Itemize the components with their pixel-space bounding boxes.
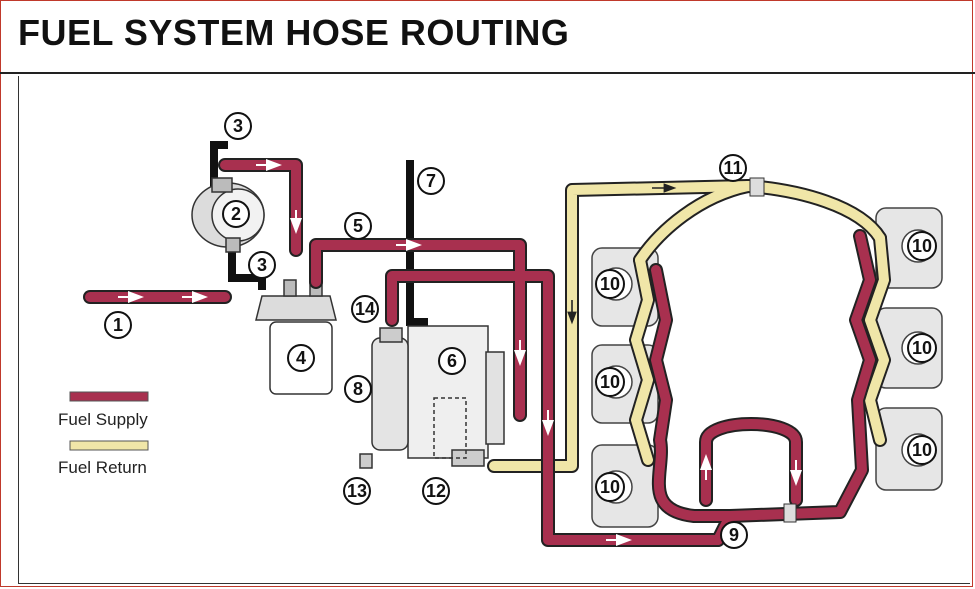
- callout-10-right-bottom: 10: [907, 435, 937, 465]
- svg-text:3: 3: [257, 255, 267, 275]
- svg-text:13: 13: [347, 481, 367, 501]
- svg-text:14: 14: [355, 299, 375, 319]
- fuel-filter: [255, 279, 337, 395]
- callout-10-left-mid: 10: [595, 367, 625, 397]
- callout-9: 9: [720, 521, 748, 549]
- svg-text:10: 10: [912, 440, 932, 460]
- legend-return-swatch: [69, 440, 149, 451]
- svg-text:10: 10: [912, 236, 932, 256]
- svg-text:2: 2: [231, 204, 241, 224]
- legend-supply-swatch: [69, 391, 149, 402]
- fuel-module: [359, 325, 505, 469]
- svg-text:10: 10: [912, 338, 932, 358]
- svg-text:10: 10: [600, 372, 620, 392]
- callout-10-right-mid: 10: [907, 333, 937, 363]
- svg-text:6: 6: [447, 351, 457, 371]
- callout-10-right-top: 10: [907, 231, 937, 261]
- return-tee-fitting: [749, 177, 765, 197]
- svg-text:3: 3: [233, 116, 243, 136]
- return-flow-arrows: [567, 183, 677, 325]
- page-title: FUEL SYSTEM HOSE ROUTING: [18, 12, 570, 53]
- legend-supply-label: Fuel Supply: [58, 410, 148, 429]
- callout-13: 13: [343, 477, 371, 505]
- callout-14: 14: [351, 295, 379, 323]
- callouts: 1 2 3 3 4 5 6 7 8 9 10 10 10 10 10 10 11…: [104, 112, 937, 549]
- svg-text:7: 7: [426, 171, 436, 191]
- callout-5: 5: [344, 212, 372, 240]
- callout-11: 11: [719, 154, 747, 182]
- svg-text:11: 11: [723, 158, 742, 178]
- svg-text:12: 12: [426, 481, 446, 501]
- svg-text:4: 4: [296, 348, 306, 368]
- diagram-border: [18, 76, 970, 584]
- callout-1: 1: [104, 311, 132, 339]
- svg-text:5: 5: [353, 216, 363, 236]
- title-divider: [0, 72, 975, 74]
- svg-text:10: 10: [600, 477, 620, 497]
- callout-7: 7: [417, 167, 445, 195]
- svg-text:1: 1: [113, 315, 123, 335]
- callout-4: 4: [287, 344, 315, 372]
- svg-text:9: 9: [729, 525, 739, 545]
- callout-12: 12: [422, 477, 450, 505]
- supply-tee-fitting: [783, 503, 797, 523]
- svg-text:8: 8: [353, 379, 363, 399]
- callout-3-top: 3: [224, 112, 252, 140]
- callout-2: 2: [222, 200, 250, 228]
- callout-6: 6: [438, 347, 466, 375]
- legend-return-label: Fuel Return: [58, 458, 147, 477]
- callout-10-left-top: 10: [595, 269, 625, 299]
- svg-text:10: 10: [600, 274, 620, 294]
- callout-3-bottom: 3: [248, 251, 276, 279]
- vent-lines: [210, 141, 428, 326]
- flow-arrows: [118, 159, 802, 546]
- callout-10-left-bottom: 10: [595, 472, 625, 502]
- callout-8: 8: [344, 375, 372, 403]
